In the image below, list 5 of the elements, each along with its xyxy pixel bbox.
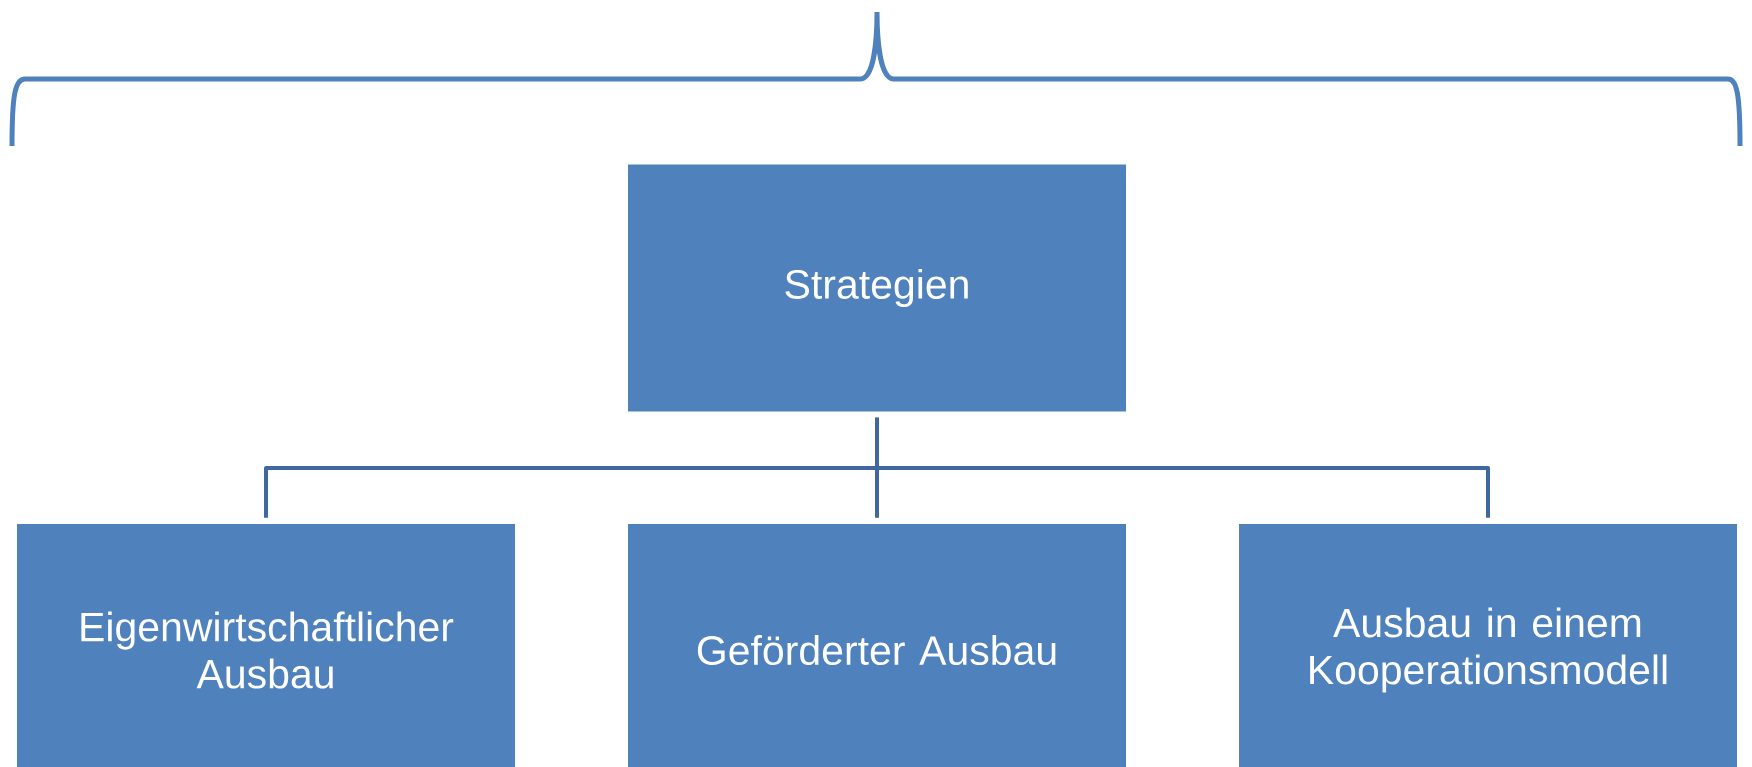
strategy-box: Geförderter Ausbau	[628, 524, 1126, 767]
strategy-box: Eigenwirtschaftlicher Ausbau	[17, 524, 515, 767]
strategy-box: Strategien	[628, 164, 1126, 412]
strategy-box: Ausbau in einem Kooperationsmodell	[1239, 524, 1737, 767]
connector-line	[875, 417, 1490, 518]
